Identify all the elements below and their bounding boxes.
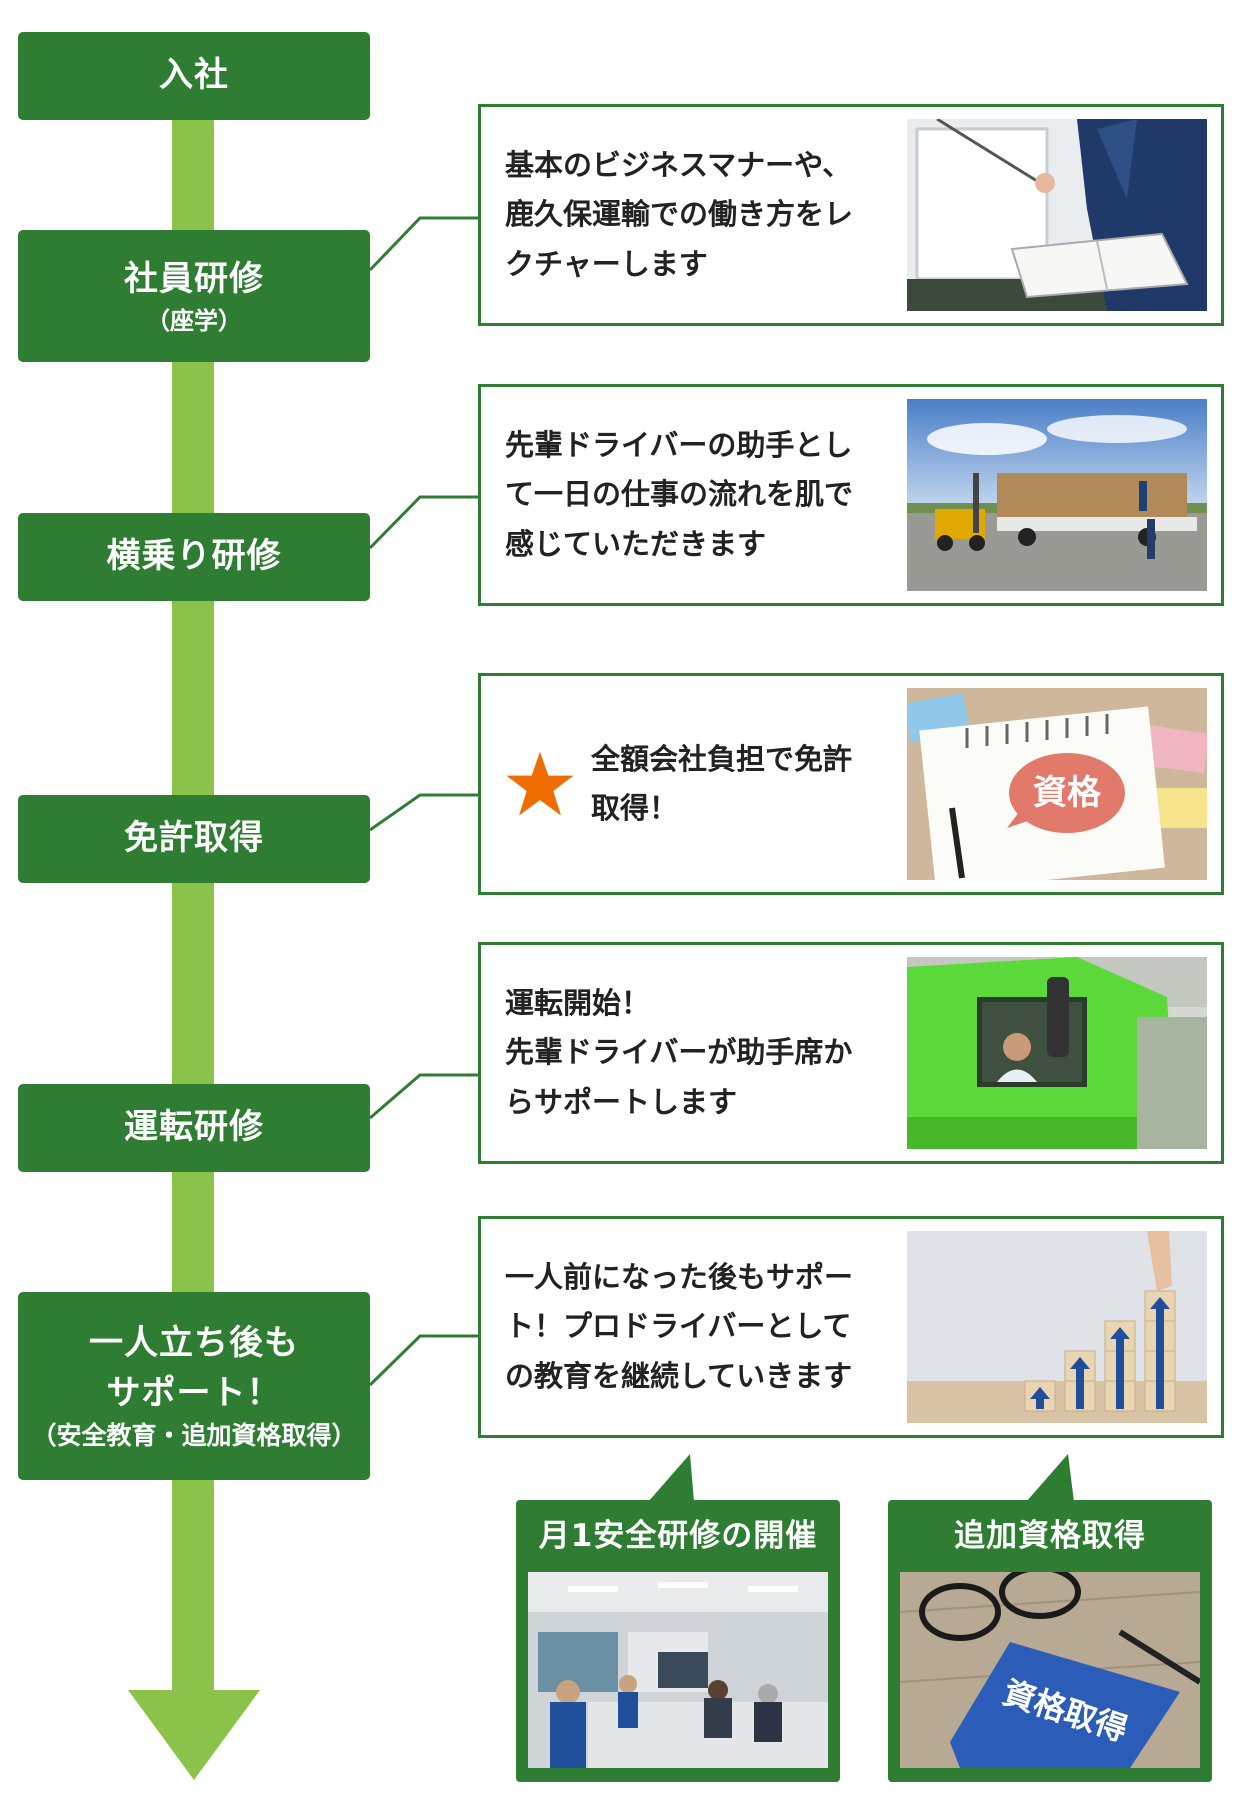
timeline-arrow-head [128,1690,260,1780]
stage-title: 免許取得 [124,818,264,859]
stage-employee-training: 社員研修 （座学） [18,230,370,362]
sub-safety-training: 月1安全研修の開催 [516,1500,840,1782]
sub-additional-qualification: 追加資格取得 資格取得 [888,1500,1212,1782]
photo-growth-blocks [907,1231,1207,1423]
stage-ride-along-training: 横乗り研修 [18,513,370,601]
photo-label: 資格 [1033,773,1102,813]
photo-qualification-book: 資格取得 [900,1572,1200,1768]
card-text: 全額会社負担で免許 取得！ [591,741,853,825]
photo-qualification-notebook: 資格 [907,688,1207,880]
card-text: 一人前になった後もサポー ト！プロドライバーとして の教育を継続していきます [505,1260,854,1393]
badge-row: 全額会社負担で免許 取得！ [481,735,907,834]
stage-subtitle: （安全教育・追加資格取得） [31,1421,357,1451]
sub-title: 月1安全研修の開催 [538,1518,818,1554]
stage-license: 免許取得 [18,795,370,883]
stage-subtitle: （座学） [146,307,242,336]
card-text: 先輩ドライバーの助手とし て一日の仕事の流れを肌で 感じていただきます [505,428,854,561]
card-classroom: 基本のビジネスマナーや、 鹿久保運輸での働き方をレ クチャーします [478,104,1224,326]
stage-join: 入社 [18,32,370,120]
pointer-safety-training [648,1454,694,1502]
pointer-additional-qualification [1026,1454,1074,1502]
card-text: 運転開始！ 先輩ドライバーが助手席か らサポートします [505,986,853,1119]
photo-truck-loading [907,399,1207,591]
card-continued-support: 一人前になった後もサポー ト！プロドライバーとして の教育を継続していきます [478,1216,1224,1438]
stage-title: 一人立ち後も サポート！ [89,1323,299,1413]
photo-green-truck-driver [907,957,1207,1149]
stage-title: 入社 [159,55,229,96]
card-ride-along: 先輩ドライバーの助手とし て一日の仕事の流れを肌で 感じていただきます [478,384,1224,606]
stage-independent-support: 一人立ち後も サポート！ （安全教育・追加資格取得） [18,1292,370,1480]
photo-instructor-pointer [907,119,1207,311]
stage-title: 横乗り研修 [106,536,282,577]
card-license: 全額会社負担で免許 取得！ 資格 [478,673,1224,895]
photo-training-room [528,1572,828,1768]
star-icon [506,751,574,816]
sub-title: 追加資格取得 [954,1518,1146,1554]
stage-title: 運転研修 [124,1107,264,1148]
card-text: 基本のビジネスマナーや、 鹿久保運輸での働き方をレ クチャーします [505,148,854,281]
stage-driving-training: 運転研修 [18,1084,370,1172]
stage-title: 社員研修 [124,258,264,299]
card-driving: 運転開始！ 先輩ドライバーが助手席か らサポートします [478,942,1224,1164]
